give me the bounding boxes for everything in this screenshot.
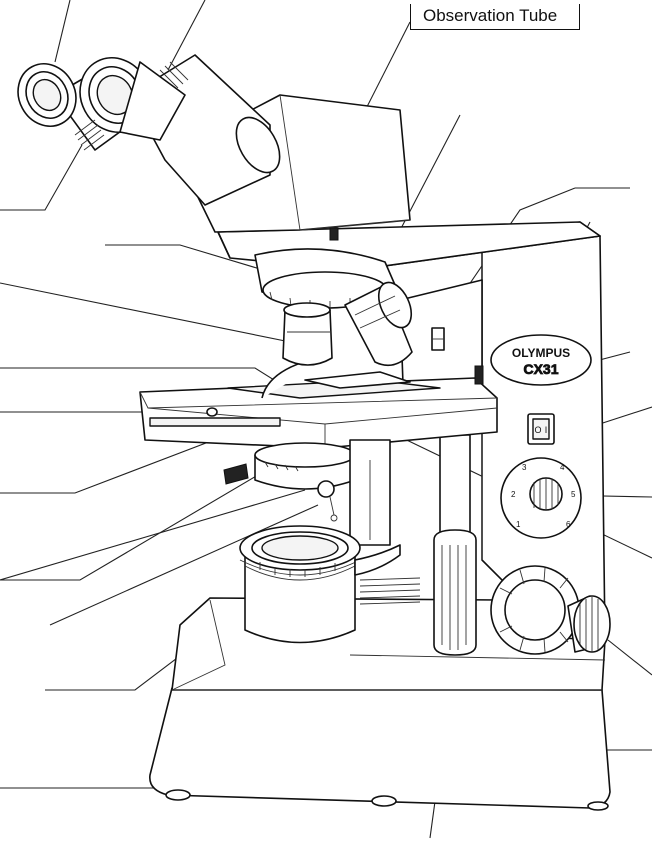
eyepiece-tubes bbox=[17, 54, 281, 206]
leader-eyepiece-right bbox=[167, 0, 206, 71]
x-axis-knob bbox=[433, 529, 477, 656]
dial-number-2: 2 bbox=[511, 490, 516, 499]
leader-revolving-nosepiece bbox=[105, 244, 271, 273]
field-lens-tower bbox=[239, 525, 401, 644]
dial-number-5: 5 bbox=[571, 490, 576, 499]
diopter-ring bbox=[74, 119, 105, 151]
objective-right bbox=[344, 284, 413, 367]
leader-diopter-ring bbox=[0, 144, 83, 211]
leader-fine-focus bbox=[607, 639, 652, 676]
focus-knobs bbox=[490, 565, 611, 655]
brand-name: OLYMPUS bbox=[512, 346, 570, 360]
objective-front bbox=[282, 309, 333, 366]
dial-number-3: 3 bbox=[522, 463, 527, 472]
switch-off-label: O bbox=[534, 425, 541, 435]
leader-eyepiece-left bbox=[54, 0, 71, 63]
dial-number-4: 4 bbox=[560, 463, 565, 472]
model-name: CX31 bbox=[523, 361, 558, 377]
leader-condenser-knob bbox=[0, 474, 259, 581]
brand-plate bbox=[490, 334, 592, 386]
switch-on-label: I bbox=[545, 425, 548, 435]
brightness-dial: 1 2 3 4 5 6 bbox=[500, 457, 582, 539]
leader-aperture-lever bbox=[0, 489, 306, 581]
objectives bbox=[282, 281, 413, 367]
condenser-knob bbox=[223, 463, 249, 485]
leader-aperture-diaphragm bbox=[49, 504, 319, 626]
leader-condenser bbox=[0, 429, 241, 494]
dial-number-1: 1 bbox=[516, 520, 521, 529]
condenser bbox=[223, 439, 391, 546]
leader-objective bbox=[0, 282, 306, 346]
dial-number-6: 6 bbox=[566, 520, 571, 529]
stage-assembly bbox=[139, 357, 498, 656]
observation-tube-label: Observation Tube bbox=[410, 4, 580, 30]
